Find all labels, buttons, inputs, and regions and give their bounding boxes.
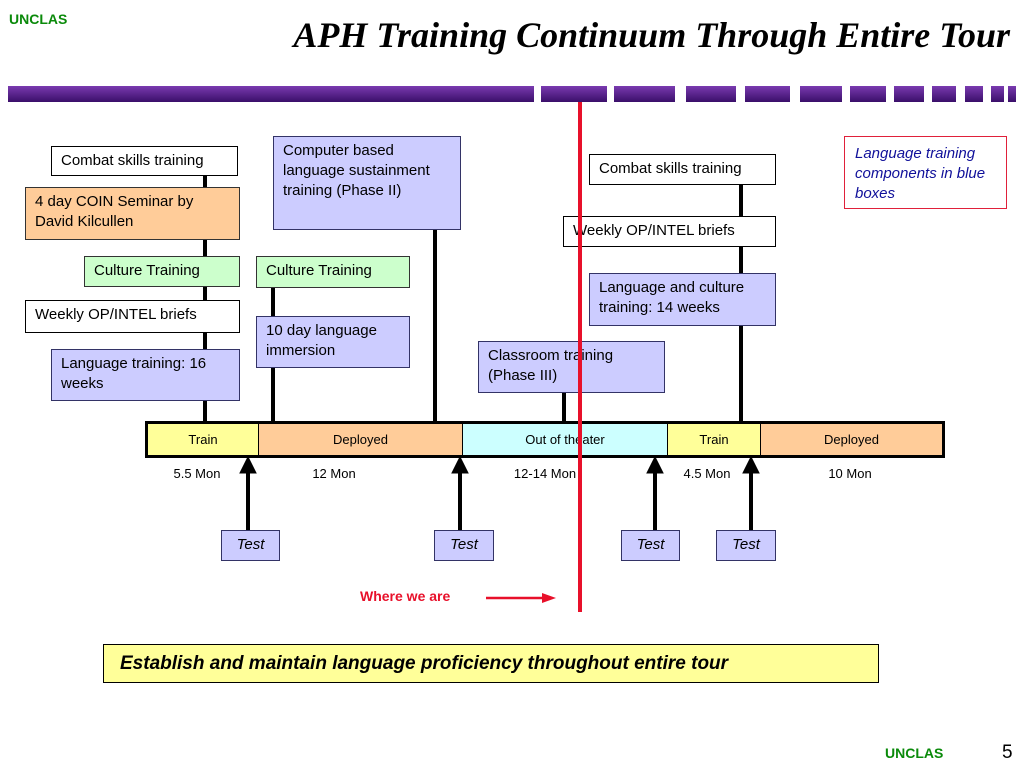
current-position-line bbox=[578, 102, 582, 612]
test-box-1: Test bbox=[221, 530, 280, 561]
divider-segment bbox=[614, 86, 675, 102]
timeline-segment-deployed-2: Deployed bbox=[761, 424, 942, 455]
legend-note: Language training components in blue box… bbox=[844, 136, 1007, 209]
combat-skills-training-box-1: Combat skills training bbox=[51, 146, 238, 176]
duration-out-of-theater: 12-14 Mon bbox=[513, 466, 577, 481]
weekly-briefs-box-2: Weekly OP/INTEL briefs bbox=[563, 216, 776, 247]
arrow-up-icon bbox=[239, 455, 257, 474]
page-number: 5 bbox=[1002, 742, 1013, 763]
classification-top: UNCLAS bbox=[9, 11, 68, 27]
divider-segment bbox=[800, 86, 842, 102]
divider-segment bbox=[894, 86, 924, 102]
stem-computer-based bbox=[433, 230, 437, 422]
duration-deployed-2: 10 Mon bbox=[828, 466, 872, 481]
page-title: APH Training Continuum Through Entire To… bbox=[293, 15, 1010, 55]
arrow-up-icon bbox=[451, 455, 469, 474]
timeline-segment-out-of-theater: Out of theater bbox=[463, 424, 668, 455]
stem-classroom bbox=[562, 393, 566, 422]
timeline-bar: Train Deployed Out of theater Train Depl… bbox=[145, 421, 945, 458]
stem-train-1 bbox=[203, 176, 207, 422]
duration-train-1: 5.5 Mon bbox=[173, 466, 221, 481]
header-divider-bar bbox=[0, 86, 1024, 102]
combat-skills-training-box-2: Combat skills training bbox=[589, 154, 776, 185]
duration-train-2: 4.5 Mon bbox=[683, 466, 731, 481]
culture-training-box-2: Culture Training bbox=[256, 256, 410, 288]
divider-segment bbox=[991, 86, 1004, 102]
classification-bottom: UNCLAS bbox=[885, 745, 944, 761]
coin-seminar-box: 4 day COIN Seminar by David Kilcullen bbox=[25, 187, 240, 240]
divider-segment bbox=[965, 86, 983, 102]
culture-training-box-1: Culture Training bbox=[84, 256, 240, 287]
computer-based-training-box: Computer based language sustainment trai… bbox=[273, 136, 461, 230]
timeline-segment-train-2: Train bbox=[668, 424, 761, 455]
classroom-training-box: Classroom training (Phase III) bbox=[478, 341, 665, 393]
divider-segment bbox=[850, 86, 886, 102]
language-training-16-box: Language training: 16 weeks bbox=[51, 349, 240, 401]
where-we-are-label: Where we are bbox=[360, 588, 451, 604]
timeline-segment-deployed-1: Deployed bbox=[259, 424, 463, 455]
divider-segment bbox=[541, 86, 607, 102]
test-box-2: Test bbox=[434, 530, 494, 561]
divider-segment bbox=[745, 86, 790, 102]
arrow-up-icon bbox=[646, 455, 664, 474]
test-arrows bbox=[239, 455, 760, 530]
language-immersion-box: 10 day language immersion bbox=[256, 316, 410, 368]
test-box-3: Test bbox=[621, 530, 680, 561]
bottom-banner: Establish and maintain language proficie… bbox=[103, 644, 879, 683]
language-culture-14-box: Language and culture training: 14 weeks bbox=[589, 273, 776, 326]
divider-segment bbox=[8, 86, 534, 102]
divider-segment bbox=[932, 86, 956, 102]
test-box-4: Test bbox=[716, 530, 776, 561]
right-arrow-icon bbox=[486, 593, 556, 603]
timeline-segment-train-1: Train bbox=[148, 424, 259, 455]
divider-segment bbox=[686, 86, 736, 102]
divider-segment bbox=[1008, 86, 1016, 102]
weekly-briefs-box-1: Weekly OP/INTEL briefs bbox=[25, 300, 240, 333]
arrow-up-icon bbox=[742, 455, 760, 474]
duration-deployed-1: 12 Mon bbox=[312, 466, 356, 481]
